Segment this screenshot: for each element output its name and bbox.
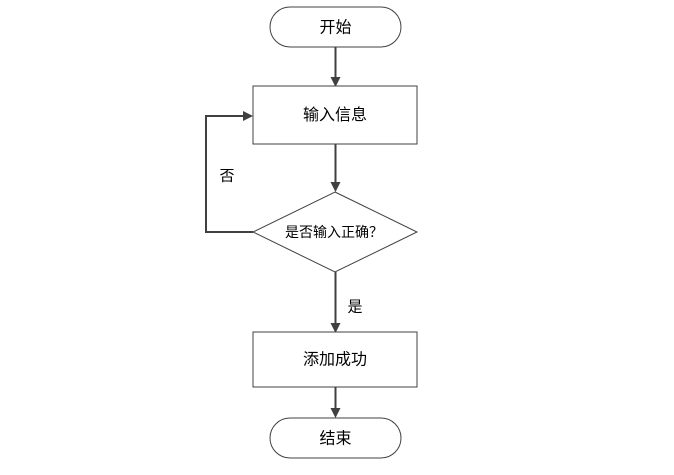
start-node: 开始 [269, 6, 402, 48]
decision-label: 是否输入正确？ [285, 225, 383, 241]
success-label: 添加成功 [303, 350, 367, 369]
end-terminator-shape [269, 417, 402, 459]
yes-edge-label: 是 [347, 298, 362, 316]
success-node: 添加成功 [252, 331, 418, 388]
no-edge-label: 否 [219, 167, 234, 185]
start-label: 开始 [319, 18, 351, 37]
success-process-shape [252, 331, 418, 388]
decision-node: 是否输入正确？ [251, 191, 419, 273]
input-process-shape [252, 85, 418, 145]
input-label: 输入信息 [303, 105, 367, 124]
end-label: 结束 [319, 429, 351, 448]
end-node: 结束 [269, 417, 402, 459]
input-node: 输入信息 [252, 85, 418, 145]
arrow-no-loop-back [205, 111, 253, 233]
